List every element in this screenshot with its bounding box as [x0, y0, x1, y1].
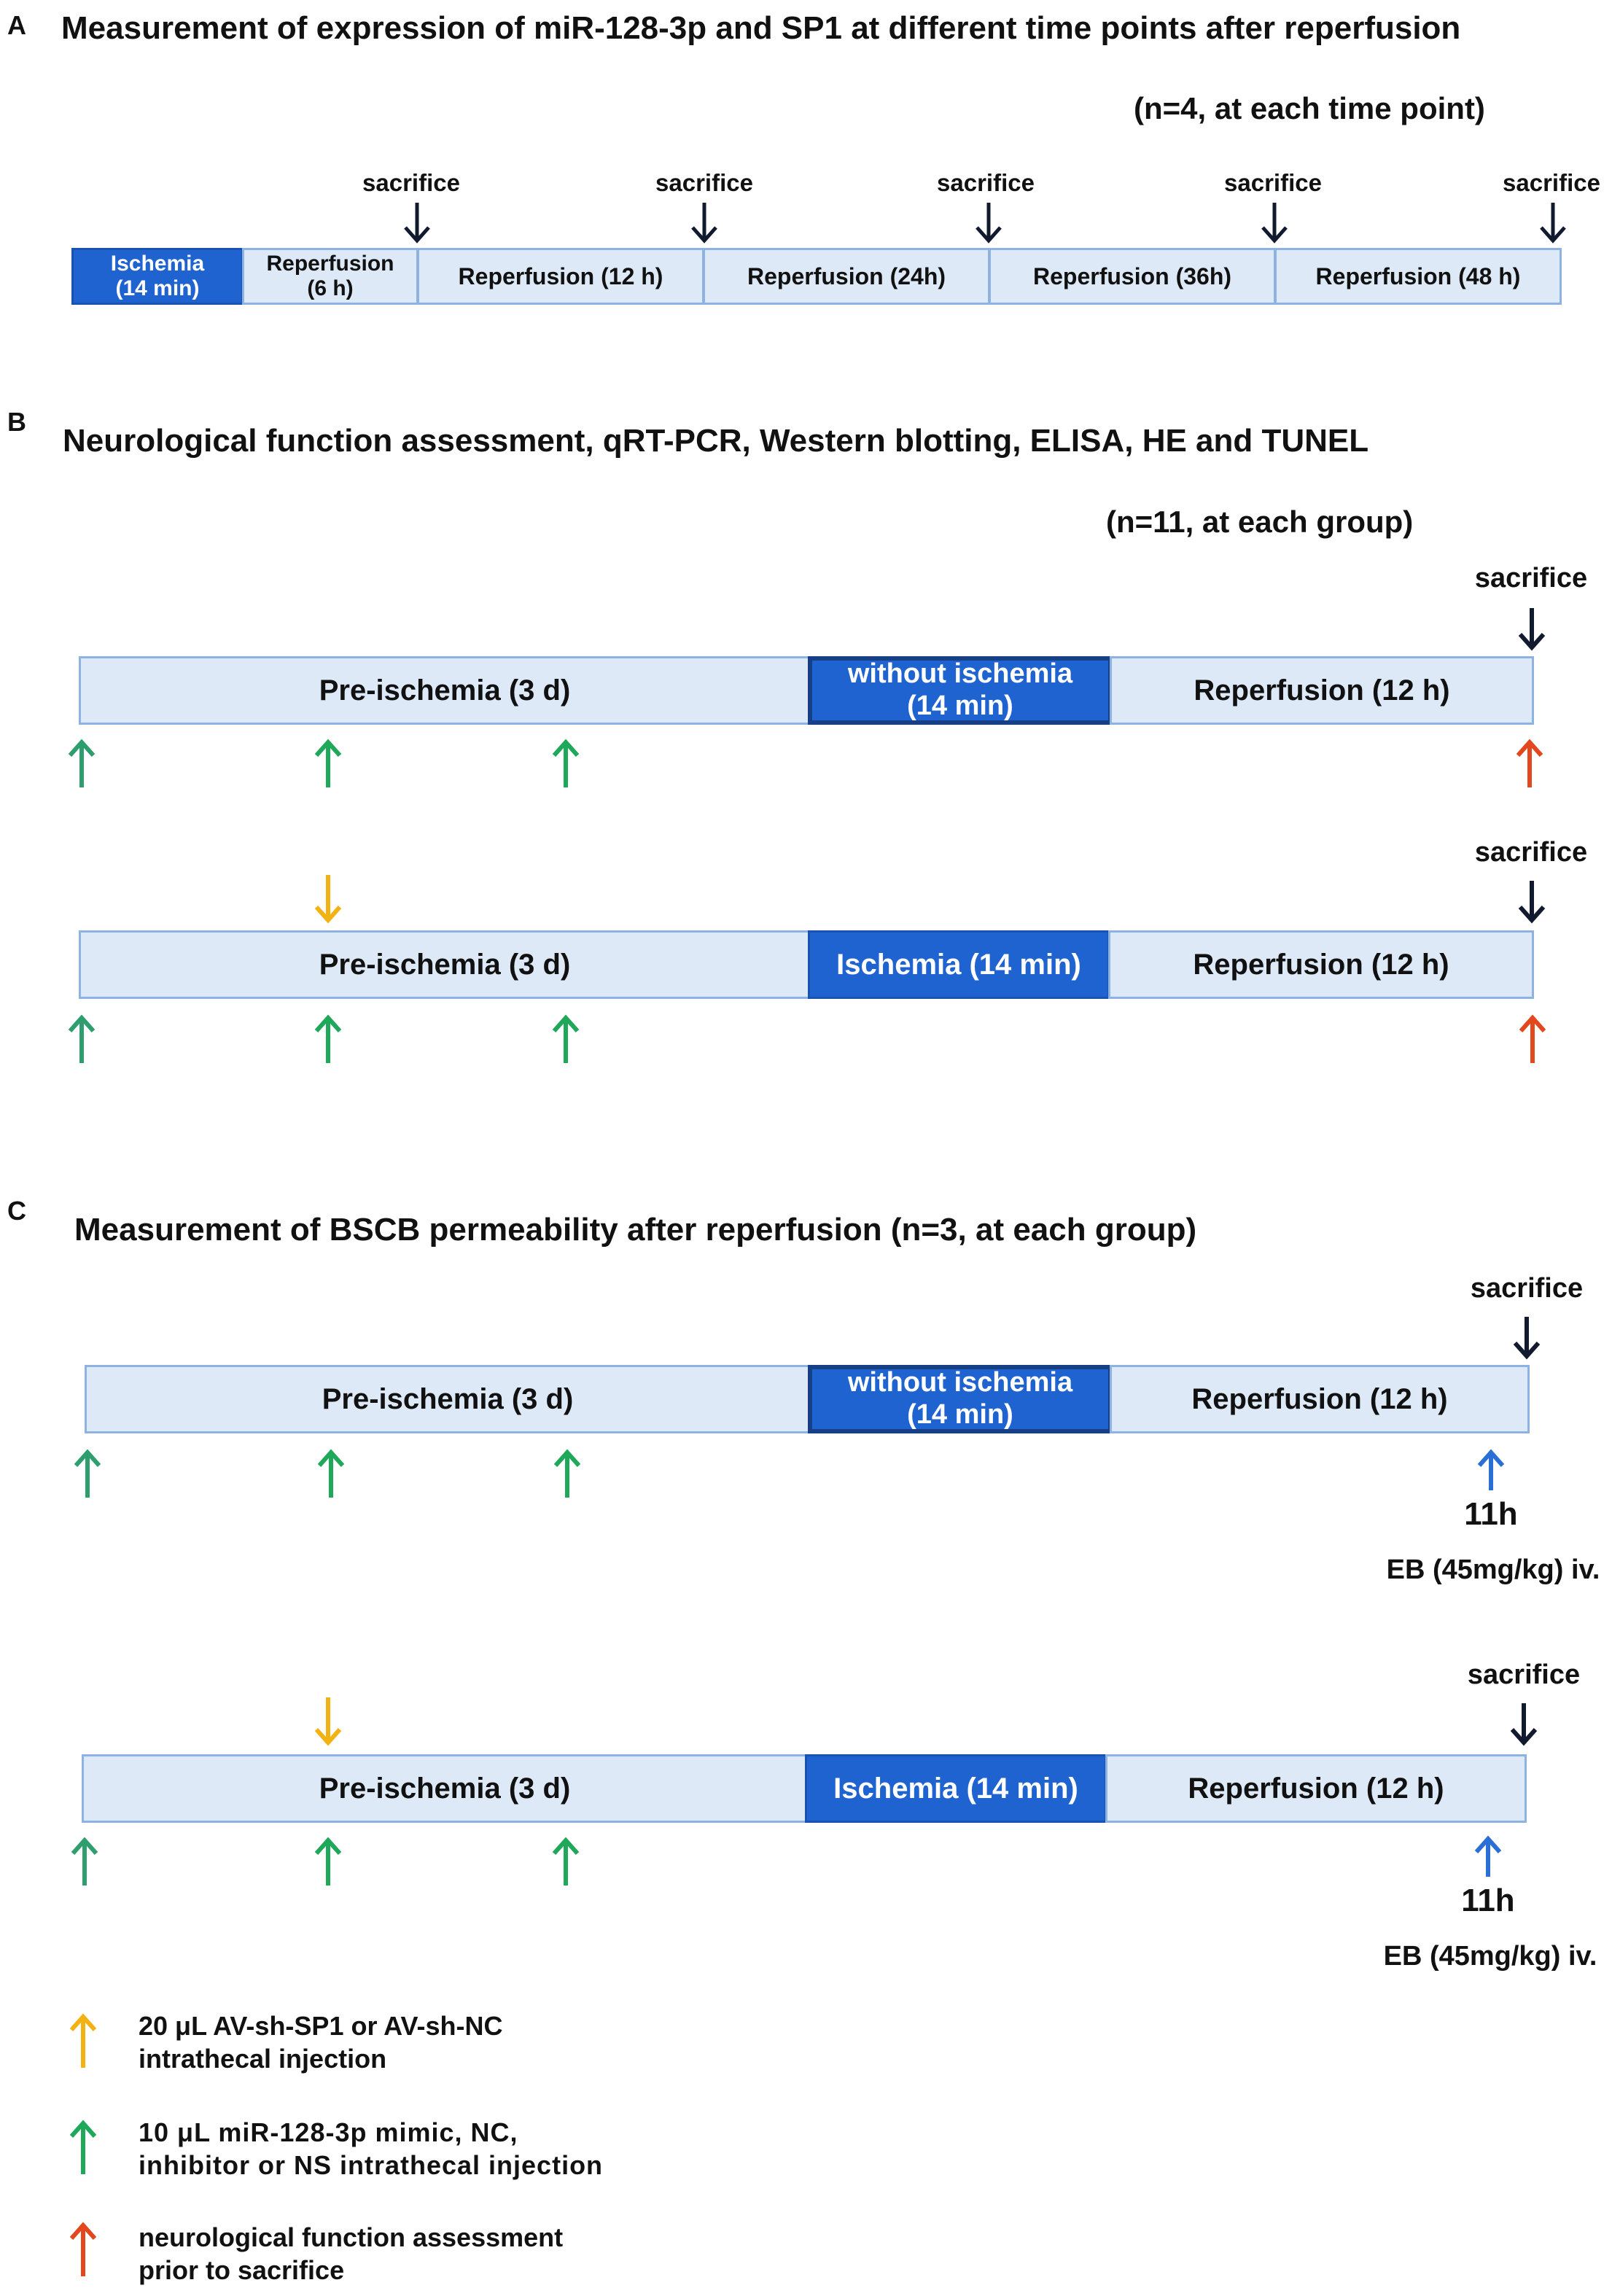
panel-b-row1-teal-up-arrow-icon — [68, 739, 96, 787]
panel-b-row2-sacrifice: sacrifice — [1474, 837, 1588, 868]
panel-c-row2-down-arrow-icon — [1510, 1703, 1538, 1746]
legend-green-up-arrow-icon — [69, 2120, 97, 2174]
panel-b-row2-teal-up-arrow-icon — [68, 1014, 96, 1063]
panel-b-row2-green-up-arrow-icon-1 — [314, 1014, 342, 1063]
panel-b-title: Neurological function assessment, qRT-PC… — [63, 423, 1369, 459]
panel-c-row2-ischemia: Ischemia (14 min) — [805, 1754, 1107, 1823]
panel-b-row2-red-up-arrow-icon — [1519, 1014, 1546, 1063]
panel-a-letter: A — [7, 10, 26, 40]
panel-a-n: (n=4, at each time point) — [1134, 91, 1485, 125]
panel-b-row1-reperfusion: Reperfusion (12 h) — [1110, 656, 1534, 725]
panel-a-reperfusion-6h-segment: Reperfusion (6 h) — [242, 248, 418, 305]
panel-b-row2-yellow-down-arrow-icon — [314, 875, 342, 924]
panel-c-row1-teal-up-arrow-icon — [74, 1449, 101, 1498]
panel-c-row1-pre-ischemia: Pre-ischemia (3 d) — [85, 1365, 811, 1433]
panel-c-row1-without-ischemia: without ischemia (14 min) — [808, 1365, 1113, 1433]
panel-c-row2-teal-up-arrow-icon — [71, 1837, 98, 1886]
panel-c-row2-green-up-arrow-icon-2 — [552, 1837, 580, 1886]
panel-b-row1-sacrifice: sacrifice — [1474, 563, 1588, 594]
legend-green-text: 10 μL miR-128-3p mimic, NC, inhibitor or… — [139, 2117, 604, 2180]
panel-b-row2-ischemia: Ischemia (14 min) — [808, 930, 1110, 999]
panel-c-row2-reperfusion: Reperfusion (12 h) — [1105, 1754, 1527, 1823]
panel-a-reperfusion-48h-segment: Reperfusion (48 h) — [1274, 248, 1562, 305]
panel-a-ischemia-segment: Ischemia (14 min) — [71, 248, 244, 305]
panel-b-row1-pre-ischemia: Pre-ischemia (3 d) — [79, 656, 811, 725]
legend-yellow-text: 20 μL AV-sh-SP1 or AV-sh-NC intrathecal … — [139, 2011, 503, 2074]
panel-b-letter: B — [7, 407, 26, 437]
panel-c-row1-down-arrow-icon — [1513, 1317, 1541, 1360]
panel-a-sacrifice-4: sacrifice — [1224, 169, 1322, 196]
panel-a-down-arrow-icon-4 — [1261, 203, 1288, 244]
panel-c-letter: C — [7, 1196, 26, 1226]
panel-c-row1-green-up-arrow-icon-2 — [553, 1449, 581, 1498]
panel-c-row1-11h-label: 11h — [1464, 1496, 1518, 1532]
panel-c-row1-sacrifice: sacrifice — [1470, 1273, 1584, 1304]
panel-a-down-arrow-icon-5 — [1540, 203, 1566, 244]
panel-c-row2-green-up-arrow-icon-1 — [314, 1837, 342, 1886]
panel-a-sacrifice-1: sacrifice — [362, 169, 460, 196]
panel-a-down-arrow-icon-1 — [404, 203, 430, 244]
panel-c-row2-eb-label: EB (45mg/kg) iv. — [1383, 1941, 1597, 1972]
panel-a-reperfusion-12h-segment: Reperfusion (12 h) — [417, 248, 704, 305]
panel-c-row2-11h-label: 11h — [1461, 1883, 1515, 1918]
legend-red-text: neurological function assessment prior t… — [139, 2222, 564, 2285]
legend-yellow-up-arrow-icon — [69, 2013, 97, 2068]
panel-b-n: (n=11, at each group) — [1106, 505, 1414, 539]
panel-c-row2-yellow-down-arrow-icon — [314, 1697, 342, 1746]
panel-a-down-arrow-icon-3 — [976, 203, 1002, 244]
panel-a-down-arrow-icon-2 — [691, 203, 717, 244]
panel-a-sacrifice-3: sacrifice — [937, 169, 1035, 196]
panel-b-row1-without-ischemia: without ischemia (14 min) — [808, 656, 1113, 725]
panel-b-row1-down-arrow-icon — [1518, 608, 1546, 651]
panel-b-row2-reperfusion: Reperfusion (12 h) — [1108, 930, 1534, 999]
panel-c-row1-eb-label: EB (45mg/kg) iv. — [1386, 1554, 1600, 1585]
panel-a-reperfusion-36h-segment: Reperfusion (36h) — [989, 248, 1276, 305]
panel-a-sacrifice-2: sacrifice — [655, 169, 753, 196]
panel-c-row2-sacrifice: sacrifice — [1467, 1659, 1581, 1690]
panel-b-row2-green-up-arrow-icon-2 — [552, 1014, 580, 1063]
panel-b-row1-green-up-arrow-icon-1 — [314, 739, 342, 787]
panel-b-row1-green-up-arrow-icon-2 — [552, 739, 580, 787]
panel-a-reperfusion-24h-segment: Reperfusion (24h) — [703, 248, 990, 305]
panel-c-row1-blue-up-arrow-icon — [1477, 1449, 1505, 1490]
panel-c-row2-pre-ischemia: Pre-ischemia (3 d) — [82, 1754, 808, 1823]
panel-b-row1-red-up-arrow-icon — [1516, 739, 1543, 787]
panel-a-title: Measurement of expression of miR-128-3p … — [61, 10, 1461, 46]
panel-c-row1-green-up-arrow-icon-1 — [317, 1449, 345, 1498]
panel-b-row2-down-arrow-icon — [1518, 881, 1546, 924]
panel-c-row2-blue-up-arrow-icon — [1474, 1835, 1502, 1877]
panel-c-title: Measurement of BSCB permeability after r… — [74, 1212, 1197, 1248]
legend-red-up-arrow-icon — [69, 2222, 97, 2276]
panel-b-row2-pre-ischemia: Pre-ischemia (3 d) — [79, 930, 811, 999]
panel-c-row1-reperfusion: Reperfusion (12 h) — [1110, 1365, 1530, 1433]
panel-a-sacrifice-5: sacrifice — [1503, 169, 1600, 196]
